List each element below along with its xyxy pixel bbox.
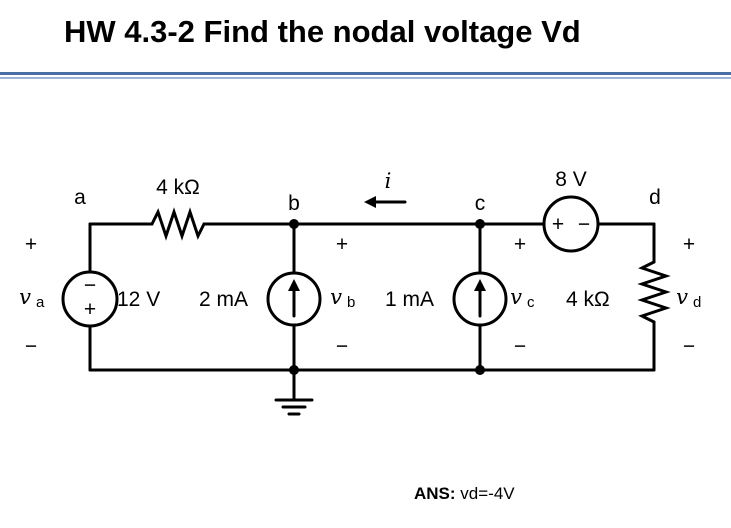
resistor-d-value: 4 kΩ: [566, 288, 610, 311]
vc-subscript: c: [527, 294, 535, 311]
resistor-ab-value: 4 kΩ: [156, 176, 200, 199]
title-rule-shadow: [0, 77, 731, 79]
node-label-b: b: [288, 192, 300, 215]
vc-plus: +: [514, 233, 526, 256]
va-subscript: a: [36, 294, 45, 311]
source-2ma-value: 2 mA: [199, 288, 248, 311]
va-minus: −: [25, 335, 37, 358]
vb-minus: −: [336, 335, 348, 358]
source-12v-minus: −: [84, 274, 96, 297]
voltage-source-8v: [542, 195, 600, 253]
node-dot-b-bottom: [289, 365, 299, 375]
node-label-a: a: [74, 186, 86, 209]
node-dot-c-top: [475, 219, 485, 229]
vb-symbol: v: [330, 285, 342, 309]
arrow-2ma-head: [288, 279, 300, 291]
answer-text: ANS: vd=-4V: [414, 484, 515, 504]
source-12v-plus: +: [84, 298, 96, 321]
current-source-1ma: [452, 271, 508, 327]
answer-value: vd=-4V: [460, 484, 515, 503]
node-dot-b-top: [289, 219, 299, 229]
source-8v-plus: +: [552, 213, 564, 236]
arrow-1ma-head: [474, 279, 486, 291]
source-1ma-value: 1 mA: [385, 288, 434, 311]
current-label-i: i: [385, 169, 392, 193]
va-plus: +: [25, 233, 37, 256]
vc-symbol: v: [510, 285, 522, 309]
va-symbol: v: [19, 285, 31, 309]
vc-minus: −: [514, 335, 526, 358]
resistor-ab: [150, 207, 206, 241]
source-12v-value: 12 V: [117, 288, 160, 311]
vd-subscript: d: [693, 294, 701, 311]
vd-minus: −: [683, 335, 695, 358]
voltage-source-12v: [61, 270, 119, 328]
title-rule: [0, 72, 731, 75]
node-label-c: c: [475, 192, 486, 215]
vd-plus: +: [683, 233, 695, 256]
current-arrow-head: [364, 196, 376, 208]
vb-subscript: b: [347, 294, 355, 311]
source-8v-minus: −: [578, 213, 590, 236]
vb-plus: +: [336, 233, 348, 256]
source-8v-value: 8 V: [555, 168, 587, 191]
node-label-d: d: [649, 186, 661, 209]
answer-label: ANS:: [414, 484, 456, 503]
current-source-2ma: [266, 271, 322, 327]
node-dot-c-bottom: [475, 365, 485, 375]
vd-symbol: v: [676, 285, 688, 309]
page-title: HW 4.3-2 Find the nodal voltage Vd: [64, 14, 581, 49]
resistor-d: [637, 260, 671, 324]
